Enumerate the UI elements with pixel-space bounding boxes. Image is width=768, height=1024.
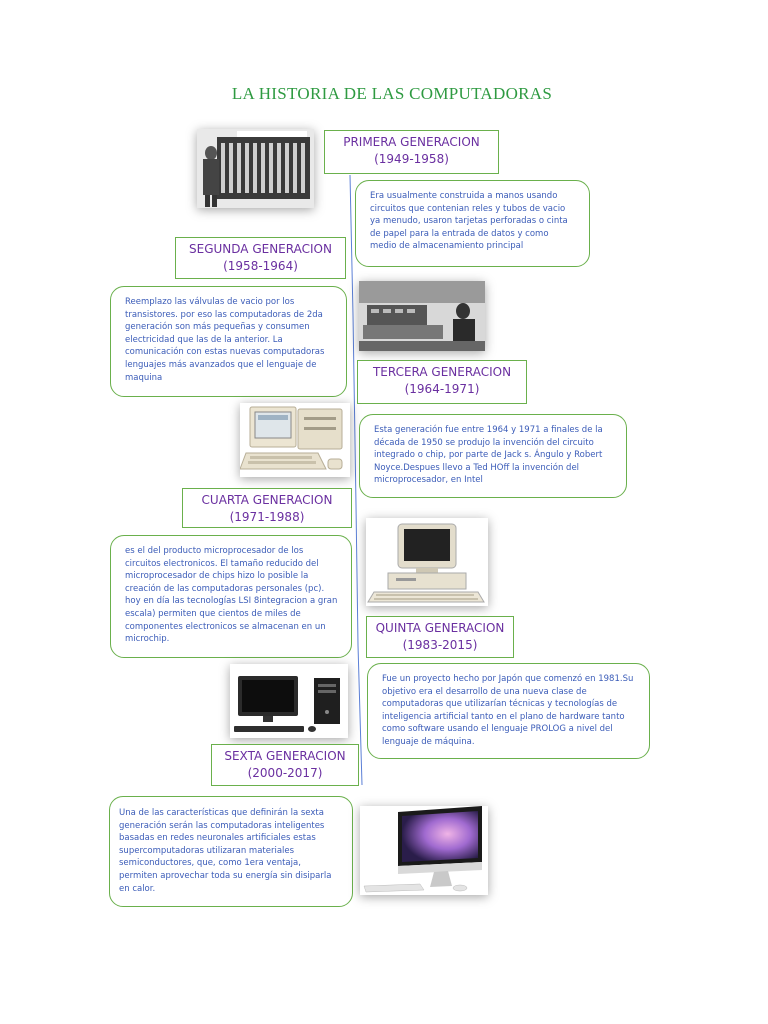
generation-years: (1983-2015) [402, 638, 478, 652]
second-generation-image [359, 281, 485, 351]
generation-name: QUINTA GENERACION [375, 621, 505, 635]
fifth-generation-description: Fue un proyecto hecho por Japón que come… [367, 663, 650, 759]
generation-name: PRIMERA GENERACION [343, 135, 480, 149]
generation-years: (1949-1958) [374, 152, 449, 166]
generation-name: SEGUNDA GENERACION [189, 242, 332, 256]
timeline-line [349, 175, 363, 785]
fifth-generation-title: QUINTA GENERACION (1983-2015) [366, 616, 514, 658]
third-generation-image [240, 403, 350, 477]
generation-years: (1971-1988) [229, 510, 305, 524]
sixth-generation-title: SEXTA GENERACION (2000-2017) [211, 744, 359, 786]
first-generation-image [197, 129, 314, 208]
fourth-generation-title: CUARTA GENERACION (1971-1988) [182, 488, 352, 528]
desktop-pc-photo [230, 664, 348, 738]
third-generation-description: Esta generación fue entre 1964 y 1971 a … [359, 414, 627, 498]
generation-name: CUARTA GENERACION [201, 493, 333, 507]
fourth-generation-image [366, 518, 488, 606]
generation-name: SEXTA GENERACION [224, 749, 346, 763]
first-generation-title: PRIMERA GENERACION (1949-1958) [324, 130, 499, 174]
second-generation-title: SEGUNDA GENERACION (1958-1964) [175, 237, 346, 279]
sixth-generation-image [360, 806, 488, 895]
first-generation-description: Era usualmente construida a manos usando… [355, 180, 590, 267]
page-title: LA HISTORIA DE LAS COMPUTADORAS [231, 84, 553, 103]
sixth-generation-description: Una de las características que definirán… [109, 796, 353, 907]
apple-computer-photo [240, 403, 350, 477]
generation-name: TERCERA GENERACION [372, 365, 512, 379]
fifth-generation-image [230, 664, 348, 738]
generation-years: (1964-1971) [404, 382, 480, 396]
generation-years: (1958-1964) [223, 259, 298, 273]
eniac-photo [197, 129, 314, 208]
second-generation-description: Reemplazo las válvulas de vacio por los … [110, 286, 347, 397]
control-room-photo [359, 281, 485, 351]
fourth-generation-description: es el del producto microprocesador de lo… [110, 535, 352, 658]
third-generation-title: TERCERA GENERACION (1964-1971) [357, 360, 527, 404]
generation-years: (2000-2017) [247, 766, 323, 780]
personal-computer-photo [366, 518, 488, 606]
imac-photo [360, 806, 488, 895]
